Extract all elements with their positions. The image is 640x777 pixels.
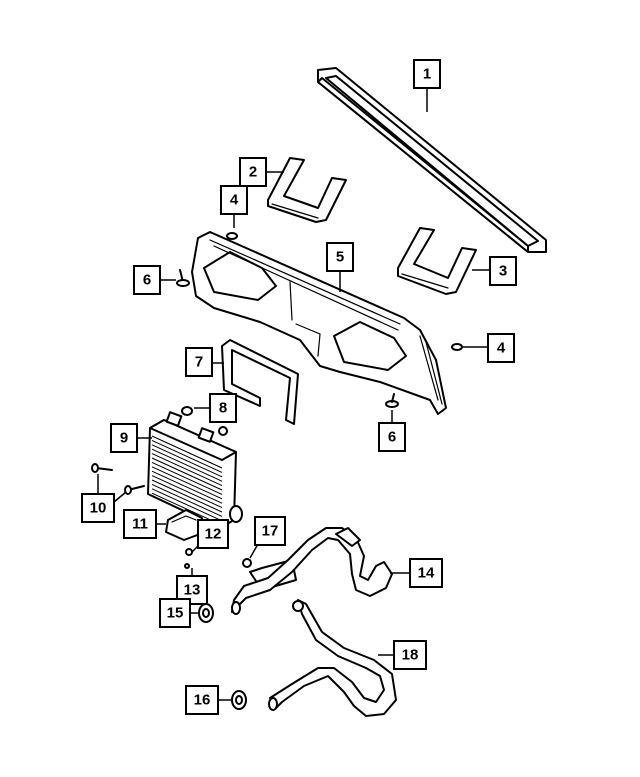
callout-7-label: 7 [195,354,203,371]
callout-15: 15 [159,598,191,628]
cooler-fin-line [151,444,223,478]
callout-9: 9 [110,423,138,453]
fitting-part-15 [198,603,214,623]
callout-7: 7 [185,347,213,377]
cooler-fin-line [151,470,223,504]
callout-4b-label: 4 [497,340,506,357]
cooler-fins [151,435,223,526]
fastener-part-8 [181,406,228,436]
callout-1: 1 [413,59,441,89]
callout-8: 8 [209,393,237,423]
callout-10: 10 [81,493,115,523]
callout-12-label: 12 [205,526,222,543]
callout-5: 5 [326,242,354,272]
cooler-fin-line [151,483,223,517]
callout-12: 12 [197,519,229,549]
callout-18-label: 18 [402,647,419,664]
callout-11: 11 [123,509,157,539]
seal-frame-part [317,67,547,253]
cooler-fin-line [151,461,223,495]
callout-18: 18 [393,640,427,670]
lower-hose-part [268,599,397,717]
callout-6a: 6 [133,265,161,295]
callout-3-label: 3 [499,263,507,280]
callout-6a-label: 6 [143,272,151,289]
cooler-fin-line [151,457,223,491]
callout-6b-label: 6 [388,429,396,446]
callout-2-label: 2 [249,164,257,181]
callout-8-label: 8 [219,400,227,417]
callout-5-label: 5 [336,249,344,266]
bolt-part-10a [91,463,113,473]
callout-16-label: 16 [194,692,211,709]
callout-14: 14 [409,558,443,588]
bolt-part-10b [124,485,145,495]
push-pin-part-b [385,393,399,408]
cooler-fin-line [151,435,223,469]
callout-2: 2 [239,157,267,187]
l-seal-part [221,339,299,425]
cooler-fin-line [151,475,223,509]
callout-9-label: 9 [120,430,128,447]
clip-part-b [451,343,463,351]
upper-hose-part [231,527,393,615]
callout-14-label: 14 [418,565,435,582]
callout-3: 3 [489,256,517,286]
callout-4b: 4 [487,333,515,363]
nut-part-12 [185,548,193,556]
oil-cooler-part [147,411,243,529]
mount-bracket-part [165,509,203,541]
cooler-fin-line [151,453,223,487]
bracket-right-part [397,227,477,295]
cooler-fin-line [151,488,223,522]
callout-15-label: 15 [167,605,184,622]
callout-16: 16 [185,685,219,715]
fitting-part-16 [231,690,247,710]
push-pin-part-a [176,269,190,287]
cooler-fin-line [151,448,223,482]
callout-13-label: 13 [184,582,201,599]
callout-6b: 6 [378,422,406,452]
callout-1-label: 1 [423,66,431,83]
cooler-fin-line [151,479,223,513]
callout-4a-label: 4 [230,192,239,209]
shroud-housing-part [191,231,447,415]
bracket-left-part [267,157,347,223]
callout-11-label: 11 [132,516,148,533]
callout-17: 17 [254,516,286,546]
callout-17-label: 17 [262,523,279,540]
callout-10-label: 10 [90,500,107,517]
nut-part-13 [184,563,190,569]
callout-4a: 4 [220,185,248,215]
cooler-fin-line [151,439,223,473]
cooler-fin-line [151,466,223,500]
clip-part-a [226,232,238,240]
